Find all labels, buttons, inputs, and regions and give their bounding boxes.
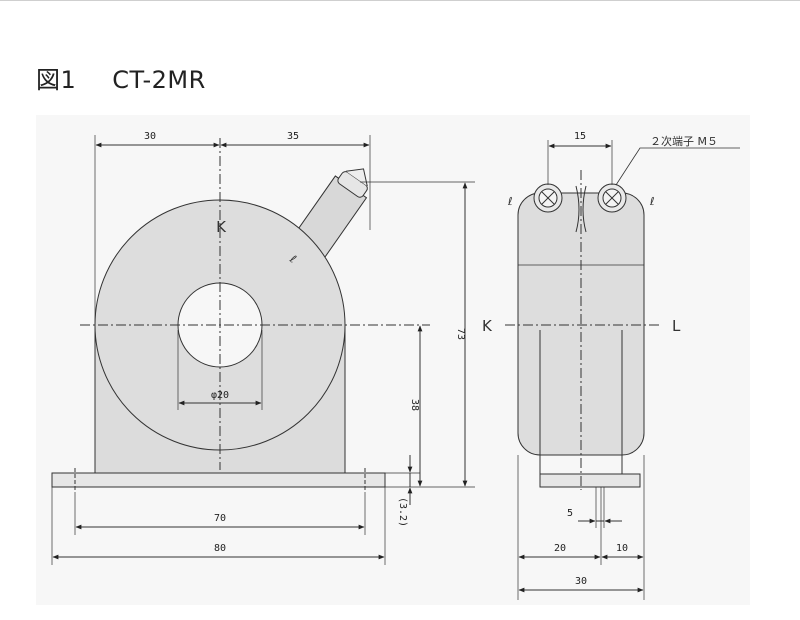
figure-number: 図1 bbox=[36, 66, 77, 94]
side-base bbox=[539, 473, 641, 488]
side-terminal-right bbox=[597, 183, 627, 213]
front-view bbox=[51, 135, 475, 565]
dim-15: 15 bbox=[574, 131, 586, 142]
dim-20: 20 bbox=[554, 543, 566, 554]
side-label-l-right: ℓ bbox=[649, 195, 655, 208]
dim-3-2: (3.2) bbox=[397, 497, 408, 527]
dim-5: 5 bbox=[567, 508, 573, 519]
figure-title: 図1 CT-2MR bbox=[36, 60, 206, 95]
terminal-leader bbox=[615, 147, 740, 186]
dim-phi20: φ20 bbox=[211, 390, 229, 401]
dim-70: 70 bbox=[214, 513, 226, 524]
dim-30-side: 30 bbox=[575, 576, 587, 587]
model-name: CT-2MR bbox=[112, 66, 206, 94]
side-label-l-left: ℓ bbox=[507, 195, 513, 208]
side-label-k: K bbox=[482, 317, 493, 335]
dim-73: 73 bbox=[455, 328, 466, 340]
terminal-note: ２次端子 M５ bbox=[650, 134, 718, 148]
front-label-k: K bbox=[216, 218, 227, 236]
dim-38: 38 bbox=[409, 399, 420, 411]
dim-80: 80 bbox=[214, 543, 226, 554]
side-terminal-left bbox=[533, 183, 563, 213]
dim-35: 35 bbox=[287, 131, 299, 142]
front-base bbox=[51, 472, 386, 488]
side-view bbox=[505, 140, 740, 600]
top-rule bbox=[0, 0, 800, 1]
dim-10: 10 bbox=[616, 543, 628, 554]
side-label-l: L bbox=[672, 317, 681, 335]
dim-30: 30 bbox=[144, 131, 156, 142]
